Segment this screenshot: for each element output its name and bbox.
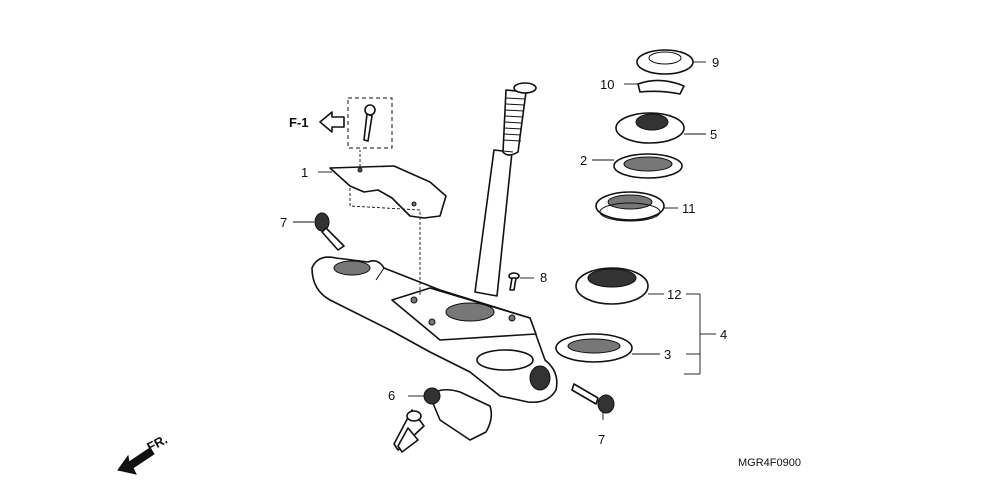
part-7-bolt-left [314,212,345,251]
callout-7-left: 7 [280,215,287,230]
callout-11: 11 [682,201,696,216]
steering-stem-shaft [474,82,537,297]
callout-12: 12 [667,287,681,302]
leader-lines [293,61,716,420]
part-12-race [575,267,649,305]
front-direction-marker: FR. [117,432,170,475]
part-1-plate [329,165,447,219]
reference-label: F-1 [289,115,309,130]
bottom-bridge [311,256,558,404]
front-arrow-icon [117,447,155,475]
part-8-screw [508,272,520,291]
part-6-lock-with-keys [393,387,493,453]
part-3-lower-seal [555,333,633,363]
callout-8: 8 [540,270,547,285]
part-9-nut [636,49,694,75]
part-5-adjusting-nut [615,112,685,144]
callout-5: 5 [710,127,717,142]
part-10-washer [637,79,685,95]
part-11-bearing [595,191,665,222]
callout-4: 4 [720,327,727,342]
f1-arrow-icon [319,111,345,133]
callout-10: 10 [600,77,614,92]
f1-bolt-box [347,97,393,149]
callout-9: 9 [712,55,719,70]
callout-6: 6 [388,388,395,403]
plate-guide-lines [349,150,421,296]
part-2-dust-seal [613,153,683,179]
callout-3: 3 [664,347,671,362]
part-7-bolt-right [571,383,615,414]
diagram-code: MGR4F0900 [738,457,801,469]
callout-1: 1 [301,165,308,180]
callout-7-right: 7 [598,432,605,447]
callout-2: 2 [580,153,587,168]
